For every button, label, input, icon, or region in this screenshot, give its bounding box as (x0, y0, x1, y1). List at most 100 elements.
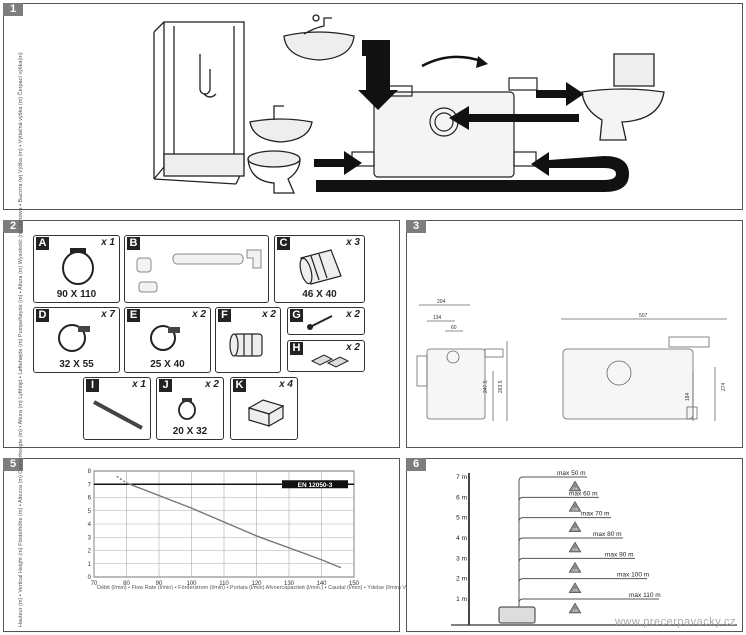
slope-label: 1% (572, 527, 578, 532)
distance-label: max 80 m (593, 531, 622, 538)
bracket-icon (310, 354, 350, 368)
part-h: H x 2 (287, 340, 365, 372)
y-tick-label: 8 (88, 469, 92, 475)
pad-icon (247, 399, 285, 428)
part-size: 90 X 110 (56, 289, 97, 300)
height-label: 6 m (456, 494, 467, 501)
panel-number: 3 (406, 220, 426, 233)
height-label: 2 m (456, 576, 467, 583)
part-letter: D (36, 309, 49, 322)
discharge-pipe (518, 517, 611, 607)
discharge-pipe (518, 557, 635, 607)
y-tick-label: 7 (88, 482, 92, 488)
dimension-drawing: 204 134 60 247.5 263.5 507 184 274 (416, 299, 727, 421)
part-letter: I (86, 379, 99, 392)
part-letter: F (218, 309, 231, 322)
part-letter: H (290, 342, 303, 355)
pipe-set-icon (136, 249, 262, 293)
y-tick-label: 5 (88, 509, 92, 515)
performance-chart: Hauteur (m) • Vertical Height (m) Förder… (17, 52, 648, 627)
dim-label: 184 (685, 392, 691, 401)
pump-unit-icon (351, 77, 538, 178)
discharge-pipe (518, 598, 659, 607)
part-letter: E (127, 309, 140, 322)
distance-label: max 70 m (581, 511, 610, 518)
y-tick-label: 1 (88, 562, 92, 568)
part-size: 20 X 32 (172, 426, 208, 437)
slope-label: 1% (572, 486, 578, 491)
x-tick-label: 110 (219, 581, 229, 587)
part-f: F x 2 (215, 307, 281, 373)
sleeve-icon (229, 333, 263, 357)
y-tick-label: 3 (88, 535, 92, 541)
discharge-pipe (518, 537, 623, 607)
panel-installation-overview: 1 (3, 3, 743, 210)
performance-curve (116, 475, 127, 484)
part-i: I x 1 (83, 377, 151, 440)
dim-label: 263.5 (498, 380, 504, 393)
panel-dimensions: 3 204 134 60 247.5 263.5 507 184 274 (406, 220, 743, 448)
height-label: 4 m (456, 535, 467, 542)
part-letter: C (277, 237, 290, 250)
part-quantity: x 7 (101, 309, 115, 320)
panel-number: 2 (3, 220, 23, 233)
part-quantity: x 2 (262, 309, 276, 320)
part-size: 32 X 55 (59, 359, 94, 370)
panel-number: 1 (3, 3, 23, 16)
distance-label: max 100 m (617, 572, 649, 579)
y-axis-label: Hauteur (m) • Vertical Height (m) Förder… (17, 52, 24, 627)
height-label: 3 m (456, 555, 467, 562)
x-tick-label: 100 (186, 581, 197, 587)
dim-label: 507 (639, 313, 648, 319)
slope-label: 1% (572, 608, 578, 613)
distance-label: max 110 m (629, 592, 661, 599)
rotation-arrow-icon (421, 55, 485, 68)
part-quantity: x 1 (132, 379, 146, 390)
discharge-pipe (518, 476, 587, 607)
slope-triangle (568, 561, 582, 573)
part-letter: B (127, 237, 140, 250)
hose-clamp-icon (58, 324, 90, 352)
x-tick-label: 120 (251, 581, 262, 587)
installation-illustration (153, 14, 665, 194)
part-quantity: x 1 (101, 237, 115, 248)
part-quantity: x 2 (192, 309, 206, 320)
distance-label: max 60 m (569, 490, 598, 497)
slope-triangle (568, 480, 582, 492)
small-clamp-icon (178, 398, 196, 420)
part-quantity: x 3 (346, 237, 360, 248)
y-tick-label: 4 (88, 522, 92, 528)
height-label: 1 m (456, 596, 467, 603)
part-d: D x 7 32 X 55 (33, 307, 120, 373)
slope-triangle (568, 500, 582, 512)
part-letter: K (233, 379, 246, 392)
x-tick-label: 150 (349, 581, 360, 587)
part-j: J x 2 20 X 32 (156, 377, 224, 440)
x-tick-label: 130 (284, 581, 295, 587)
discharge-pipe (518, 578, 647, 607)
washbasin-top-icon (283, 14, 355, 61)
shower-cabin-icon (153, 21, 245, 185)
x-tick-label: 140 (316, 581, 327, 587)
part-size: 25 X 40 (150, 359, 185, 370)
x-axis-label: Débit (l/min) • Flow Rate (l/min) • Förd… (97, 585, 648, 591)
reference-label: EN 12050-3 (298, 482, 333, 489)
rubber-sleeve-icon (299, 249, 342, 285)
part-quantity: x 4 (279, 379, 293, 390)
reference-label-box (282, 480, 348, 489)
panel-number: 5 (3, 458, 23, 471)
large-clamp-icon (62, 248, 94, 285)
dim-label: 247.5 (483, 380, 489, 393)
panel-performance-curve: 5 Hauteur (m) • Vertical Height (m) Förd… (3, 52, 648, 632)
y-tick-label: 2 (88, 549, 92, 555)
slope-triangle (568, 582, 582, 593)
distance-label: max 50 m (557, 470, 586, 477)
part-b: B (124, 235, 269, 303)
flow-arrows-icon (314, 40, 629, 192)
height-label: 7 m (456, 474, 467, 481)
part-quantity: x 2 (205, 379, 219, 390)
panel-number: 6 (406, 458, 426, 471)
height-label: 5 m (456, 515, 467, 522)
part-k: K x 4 (230, 377, 298, 440)
dim-label: 60 (451, 325, 457, 331)
